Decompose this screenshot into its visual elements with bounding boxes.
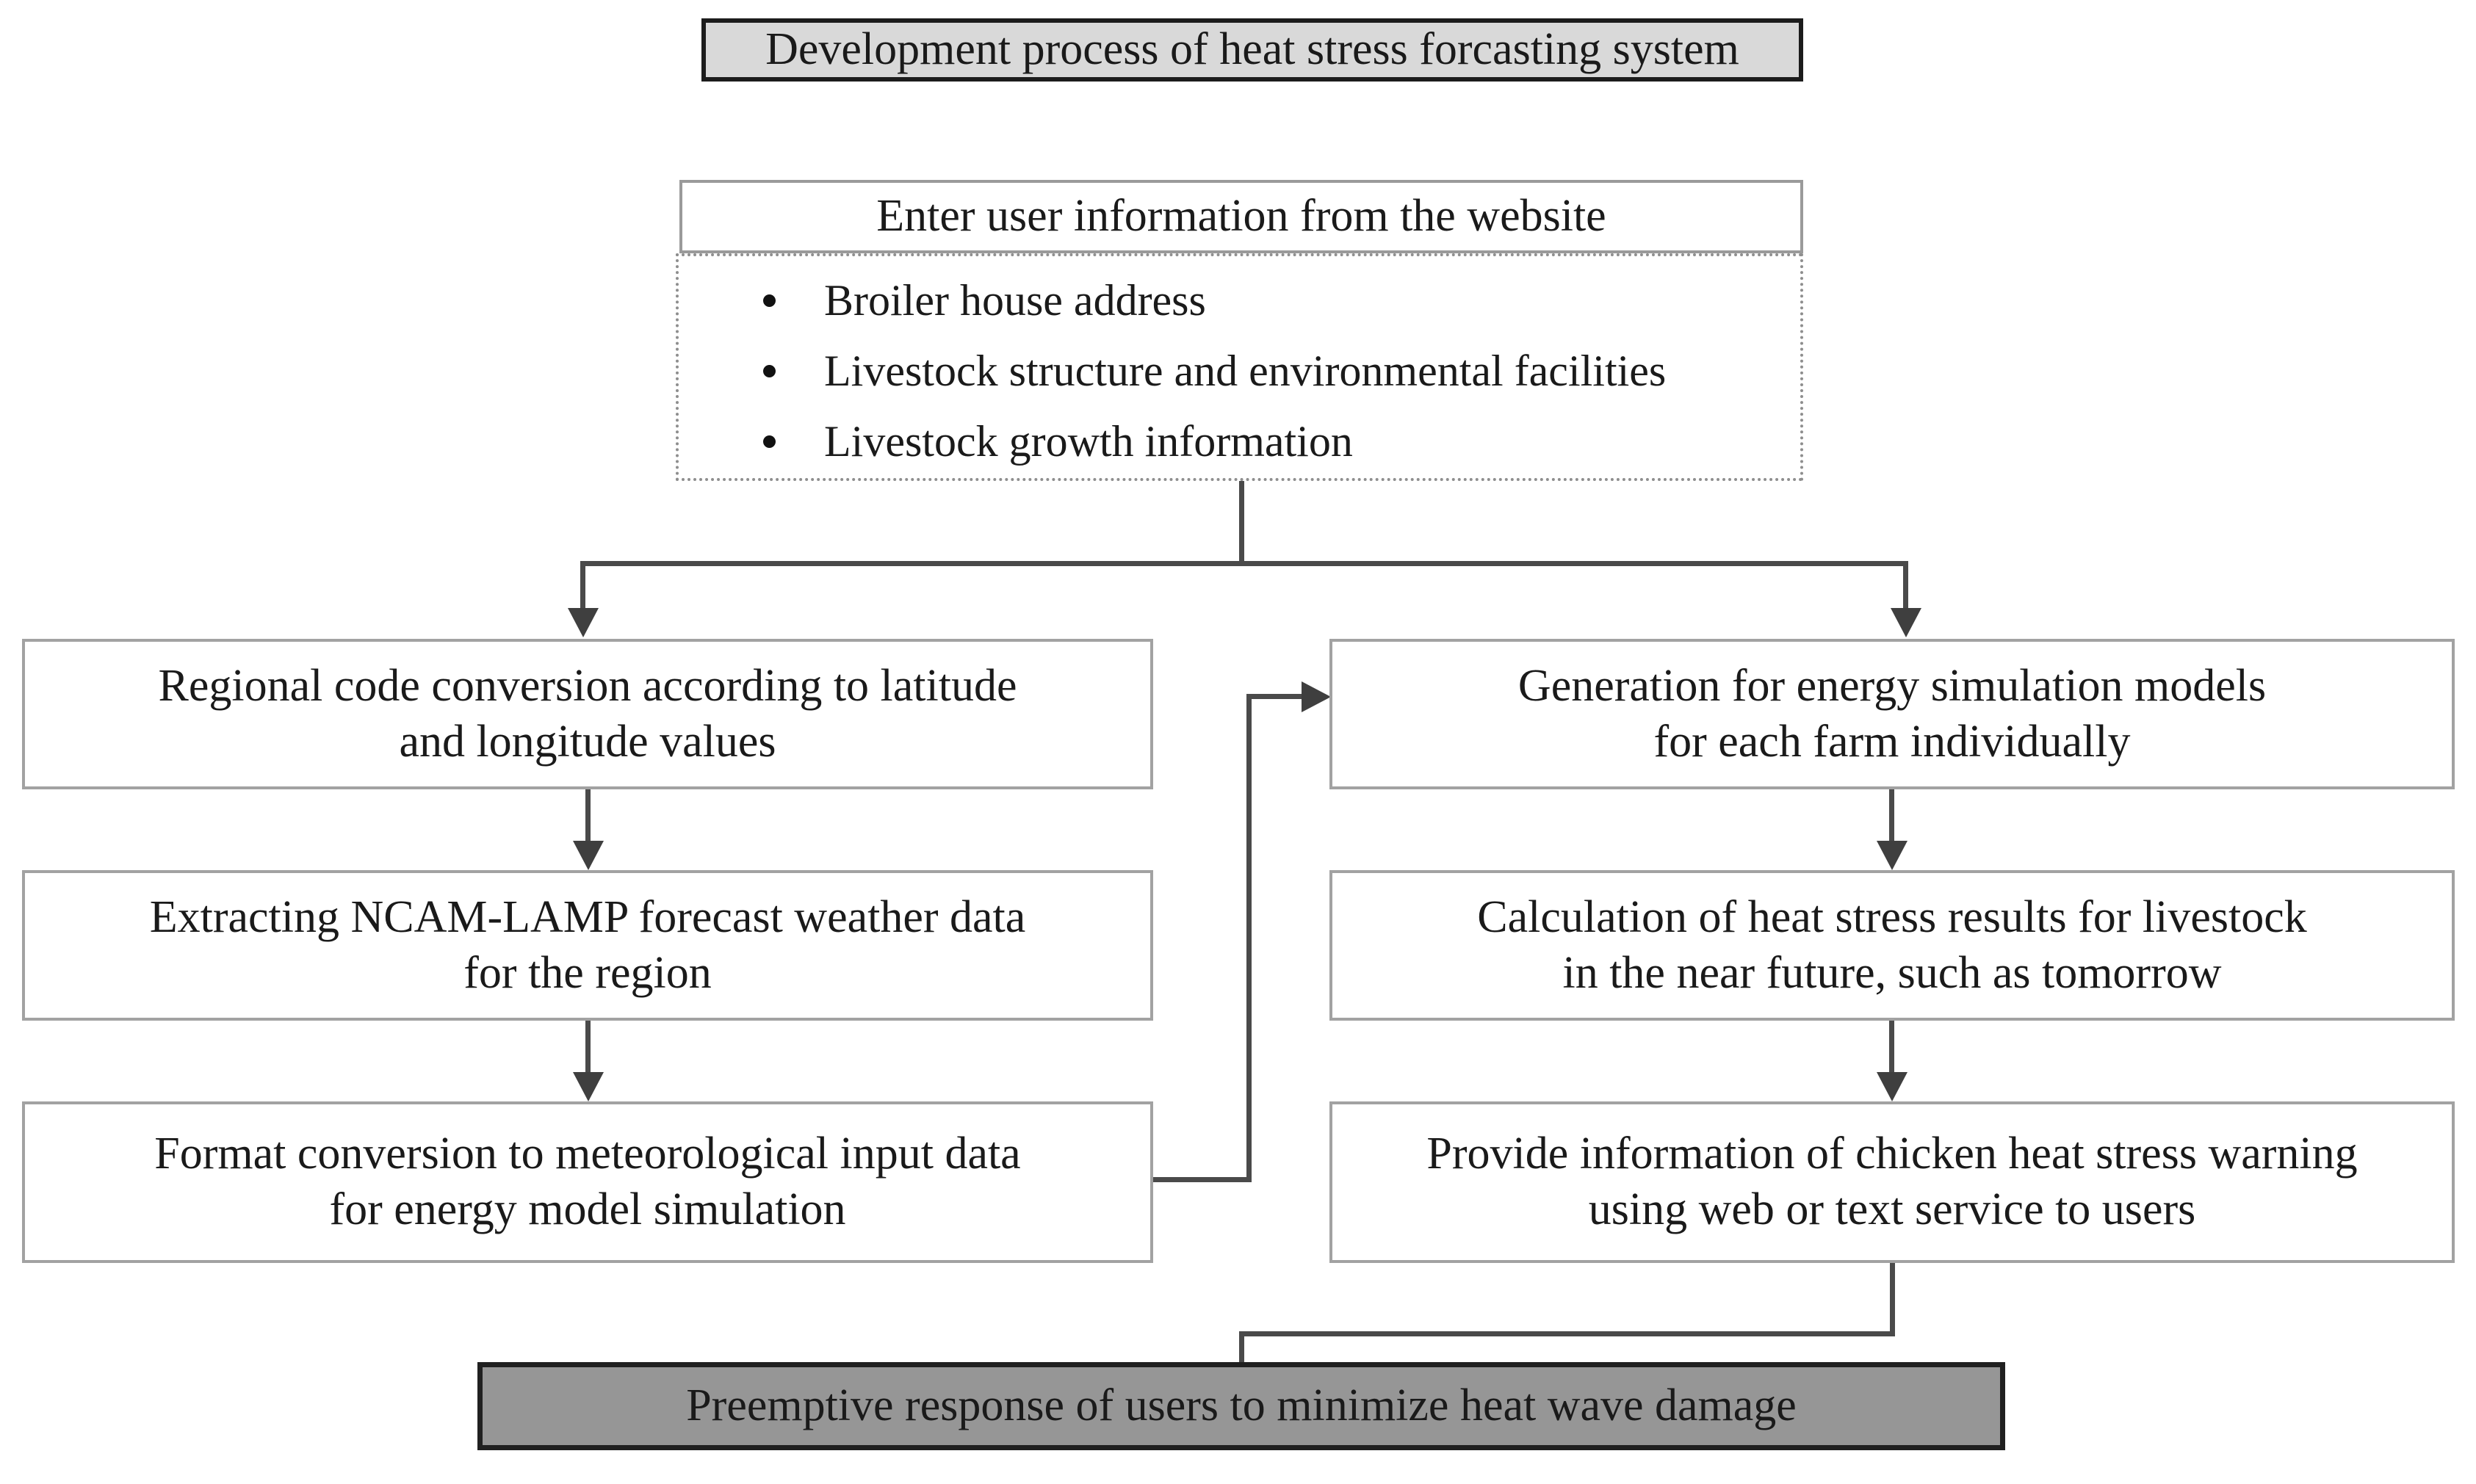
left-step-1-label: Regional code conversion according to la…	[139, 659, 1036, 770]
right-step-box-1: Generation for energy simulation models …	[1329, 639, 2455, 789]
bullet-dot-icon	[763, 435, 776, 448]
right-step-1-line1: Generation for energy simulation models	[1517, 660, 2267, 711]
input-panel-header-label: Enter user information from the website	[876, 191, 1606, 242]
left-step-box-3: Format conversion to meteorological inpu…	[22, 1101, 1153, 1263]
connector-final-horizontal	[1239, 1331, 1895, 1336]
right-step-2-label: Calculation of heat stress results for l…	[1458, 890, 2326, 1001]
arrow-down-icon	[1891, 608, 1921, 637]
connector-fork-bar	[580, 561, 1908, 566]
right-step-3-label: Provide information of chicken heat stre…	[1407, 1126, 2376, 1237]
left-step-3-line1: Format conversion to meteorological inpu…	[154, 1129, 1021, 1179]
arrow-down-icon	[573, 1072, 604, 1101]
input-panel-header-box: Enter user information from the website	[679, 180, 1803, 253]
connector-cross-bottom-segment	[1153, 1177, 1252, 1182]
right-step-2-line2: in the near future, such as tomorrow	[1562, 947, 2222, 998]
list-item-label: Livestock structure and environmental fa…	[824, 347, 1667, 395]
left-step-1-line2: and longitude values	[399, 716, 776, 767]
left-step-box-2: Extracting NCAM-LAMP forecast weather da…	[22, 870, 1153, 1021]
left-step-2-line2: for the region	[463, 947, 712, 998]
list-item: Livestock growth information	[679, 419, 1800, 463]
left-step-3-line2: for energy model simulation	[329, 1184, 846, 1234]
final-outcome-label: Preemptive response of users to minimize…	[686, 1380, 1797, 1431]
right-step-2-line1: Calculation of heat stress results for l…	[1477, 891, 2307, 942]
connector-final-drop	[1239, 1331, 1244, 1377]
right-step-3-line1: Provide information of chicken heat stre…	[1426, 1129, 2358, 1179]
left-step-2-line1: Extracting NCAM-LAMP forecast weather da…	[149, 891, 1026, 942]
list-item-label: Livestock growth information	[824, 417, 1353, 466]
input-bullet-list: Broiler house address Livestock structur…	[679, 256, 1800, 463]
arrow-down-icon	[573, 841, 604, 870]
bullet-dot-icon	[763, 365, 776, 377]
connector-final-down-from-right	[1890, 1263, 1895, 1336]
arrow-down-icon	[1877, 1072, 1907, 1101]
connector-fork-left-drop	[580, 561, 585, 609]
list-item: Broiler house address	[679, 278, 1800, 322]
right-step-1-line2: for each farm individually	[1653, 716, 2131, 767]
left-step-3-label: Format conversion to meteorological inpu…	[135, 1126, 1039, 1237]
left-step-2-label: Extracting NCAM-LAMP forecast weather da…	[131, 890, 1045, 1001]
final-outcome-box: Preemptive response of users to minimize…	[477, 1362, 2005, 1450]
connector-cross-vertical-segment	[1246, 694, 1252, 1182]
connector-left-2-to-3	[585, 1021, 591, 1074]
connector-fork-stem	[1239, 481, 1244, 565]
right-step-box-2: Calculation of heat stress results for l…	[1329, 870, 2455, 1021]
list-item-label: Broiler house address	[824, 276, 1206, 325]
left-step-box-1: Regional code conversion according to la…	[22, 639, 1153, 789]
right-step-1-label: Generation for energy simulation models …	[1499, 659, 2285, 770]
input-panel-bullets-box: Broiler house address Livestock structur…	[676, 253, 1803, 481]
right-step-3-line2: using web or text service to users	[1588, 1184, 2196, 1234]
connector-right-2-to-3	[1889, 1021, 1894, 1074]
arrow-down-icon	[1877, 841, 1907, 870]
arrow-down-icon	[568, 608, 599, 637]
left-step-1-line1: Regional code conversion according to la…	[158, 660, 1017, 711]
right-step-box-3: Provide information of chicken heat stre…	[1329, 1101, 2455, 1263]
bullet-dot-icon	[763, 294, 776, 307]
list-item: Livestock structure and environmental fa…	[679, 349, 1800, 393]
connector-fork-right-drop	[1903, 561, 1908, 609]
connector-cross-top-segment	[1246, 694, 1304, 699]
connector-left-1-to-2	[585, 789, 591, 842]
connector-right-1-to-2	[1889, 789, 1894, 842]
arrow-right-icon	[1302, 681, 1331, 712]
title-box-label: Development process of heat stress forca…	[765, 24, 1739, 75]
title-box: Development process of heat stress forca…	[701, 18, 1803, 82]
